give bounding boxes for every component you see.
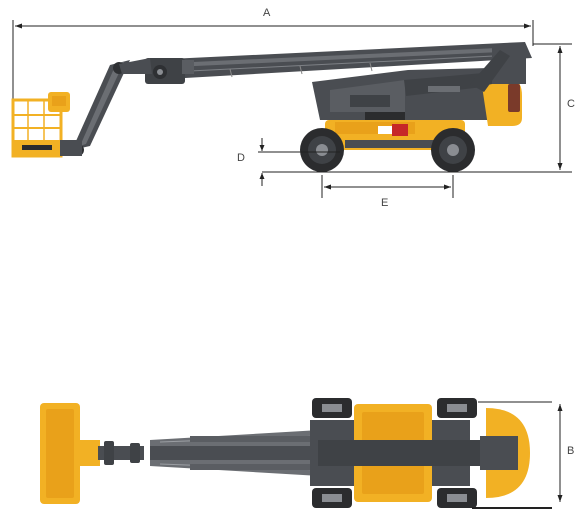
dimension-b: B — [472, 401, 574, 509]
dimension-label-a: A — [263, 7, 271, 19]
main-boom — [145, 42, 532, 84]
top-view: B — [40, 398, 574, 509]
top-platform — [40, 403, 100, 504]
dimension-label-b: B — [567, 445, 574, 457]
top-chassis — [310, 404, 498, 502]
top-jib — [98, 441, 144, 465]
dimension-label-e: E — [381, 197, 388, 209]
dimension-label-c: C — [567, 98, 575, 110]
front-wheel — [300, 128, 344, 172]
turret — [312, 44, 526, 126]
platform-basket — [11, 92, 82, 158]
side-view: A — [11, 7, 575, 209]
dimension-c: C — [262, 43, 575, 173]
dimension-label-d: D — [237, 152, 245, 164]
dimension-e: E — [321, 175, 454, 209]
rear-wheel — [431, 128, 475, 172]
top-counterweight — [480, 408, 530, 498]
dimension-d: D — [237, 138, 340, 186]
dimension-a: A — [12, 7, 534, 112]
top-wheels — [312, 398, 477, 508]
jib-arm — [72, 58, 152, 156]
chassis — [325, 120, 465, 150]
